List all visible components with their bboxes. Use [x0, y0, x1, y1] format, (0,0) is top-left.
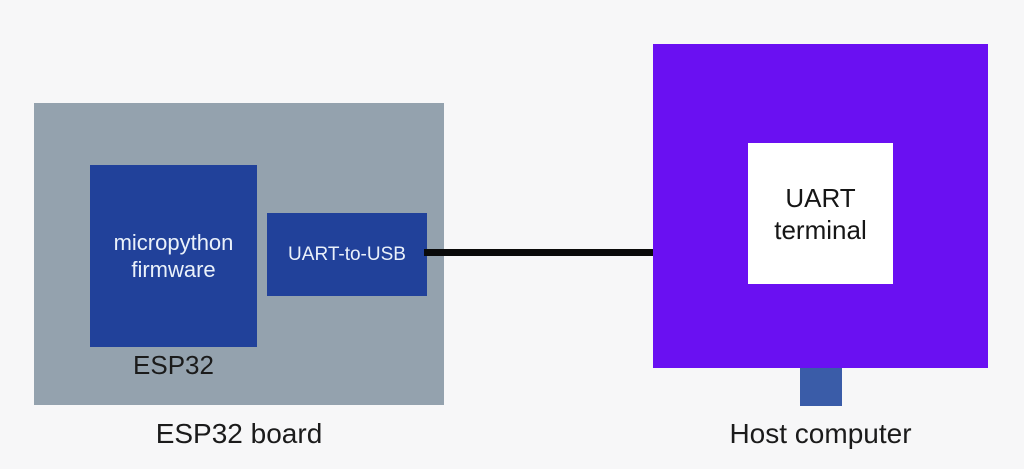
uart-terminal-box: UART terminal [748, 143, 893, 284]
uart-terminal-label-line1: UART [785, 182, 856, 213]
firmware-label-line2: firmware [131, 257, 216, 282]
esp32-chip-label: ESP32 [133, 350, 214, 380]
micropython-firmware-box: micropython firmware [90, 165, 257, 347]
usb-port-tab [800, 368, 842, 406]
uart-usb-wire [424, 249, 655, 256]
uart-to-usb-label: UART-to-USB [288, 243, 406, 265]
esp32-board-label: ESP32 board [155, 418, 323, 449]
uart-terminal-label-line2: terminal [774, 214, 867, 245]
host-computer-label: Host computer [729, 418, 912, 449]
uart-to-usb-box: UART-to-USB [267, 213, 427, 296]
firmware-label-line1: micropython [113, 230, 234, 255]
